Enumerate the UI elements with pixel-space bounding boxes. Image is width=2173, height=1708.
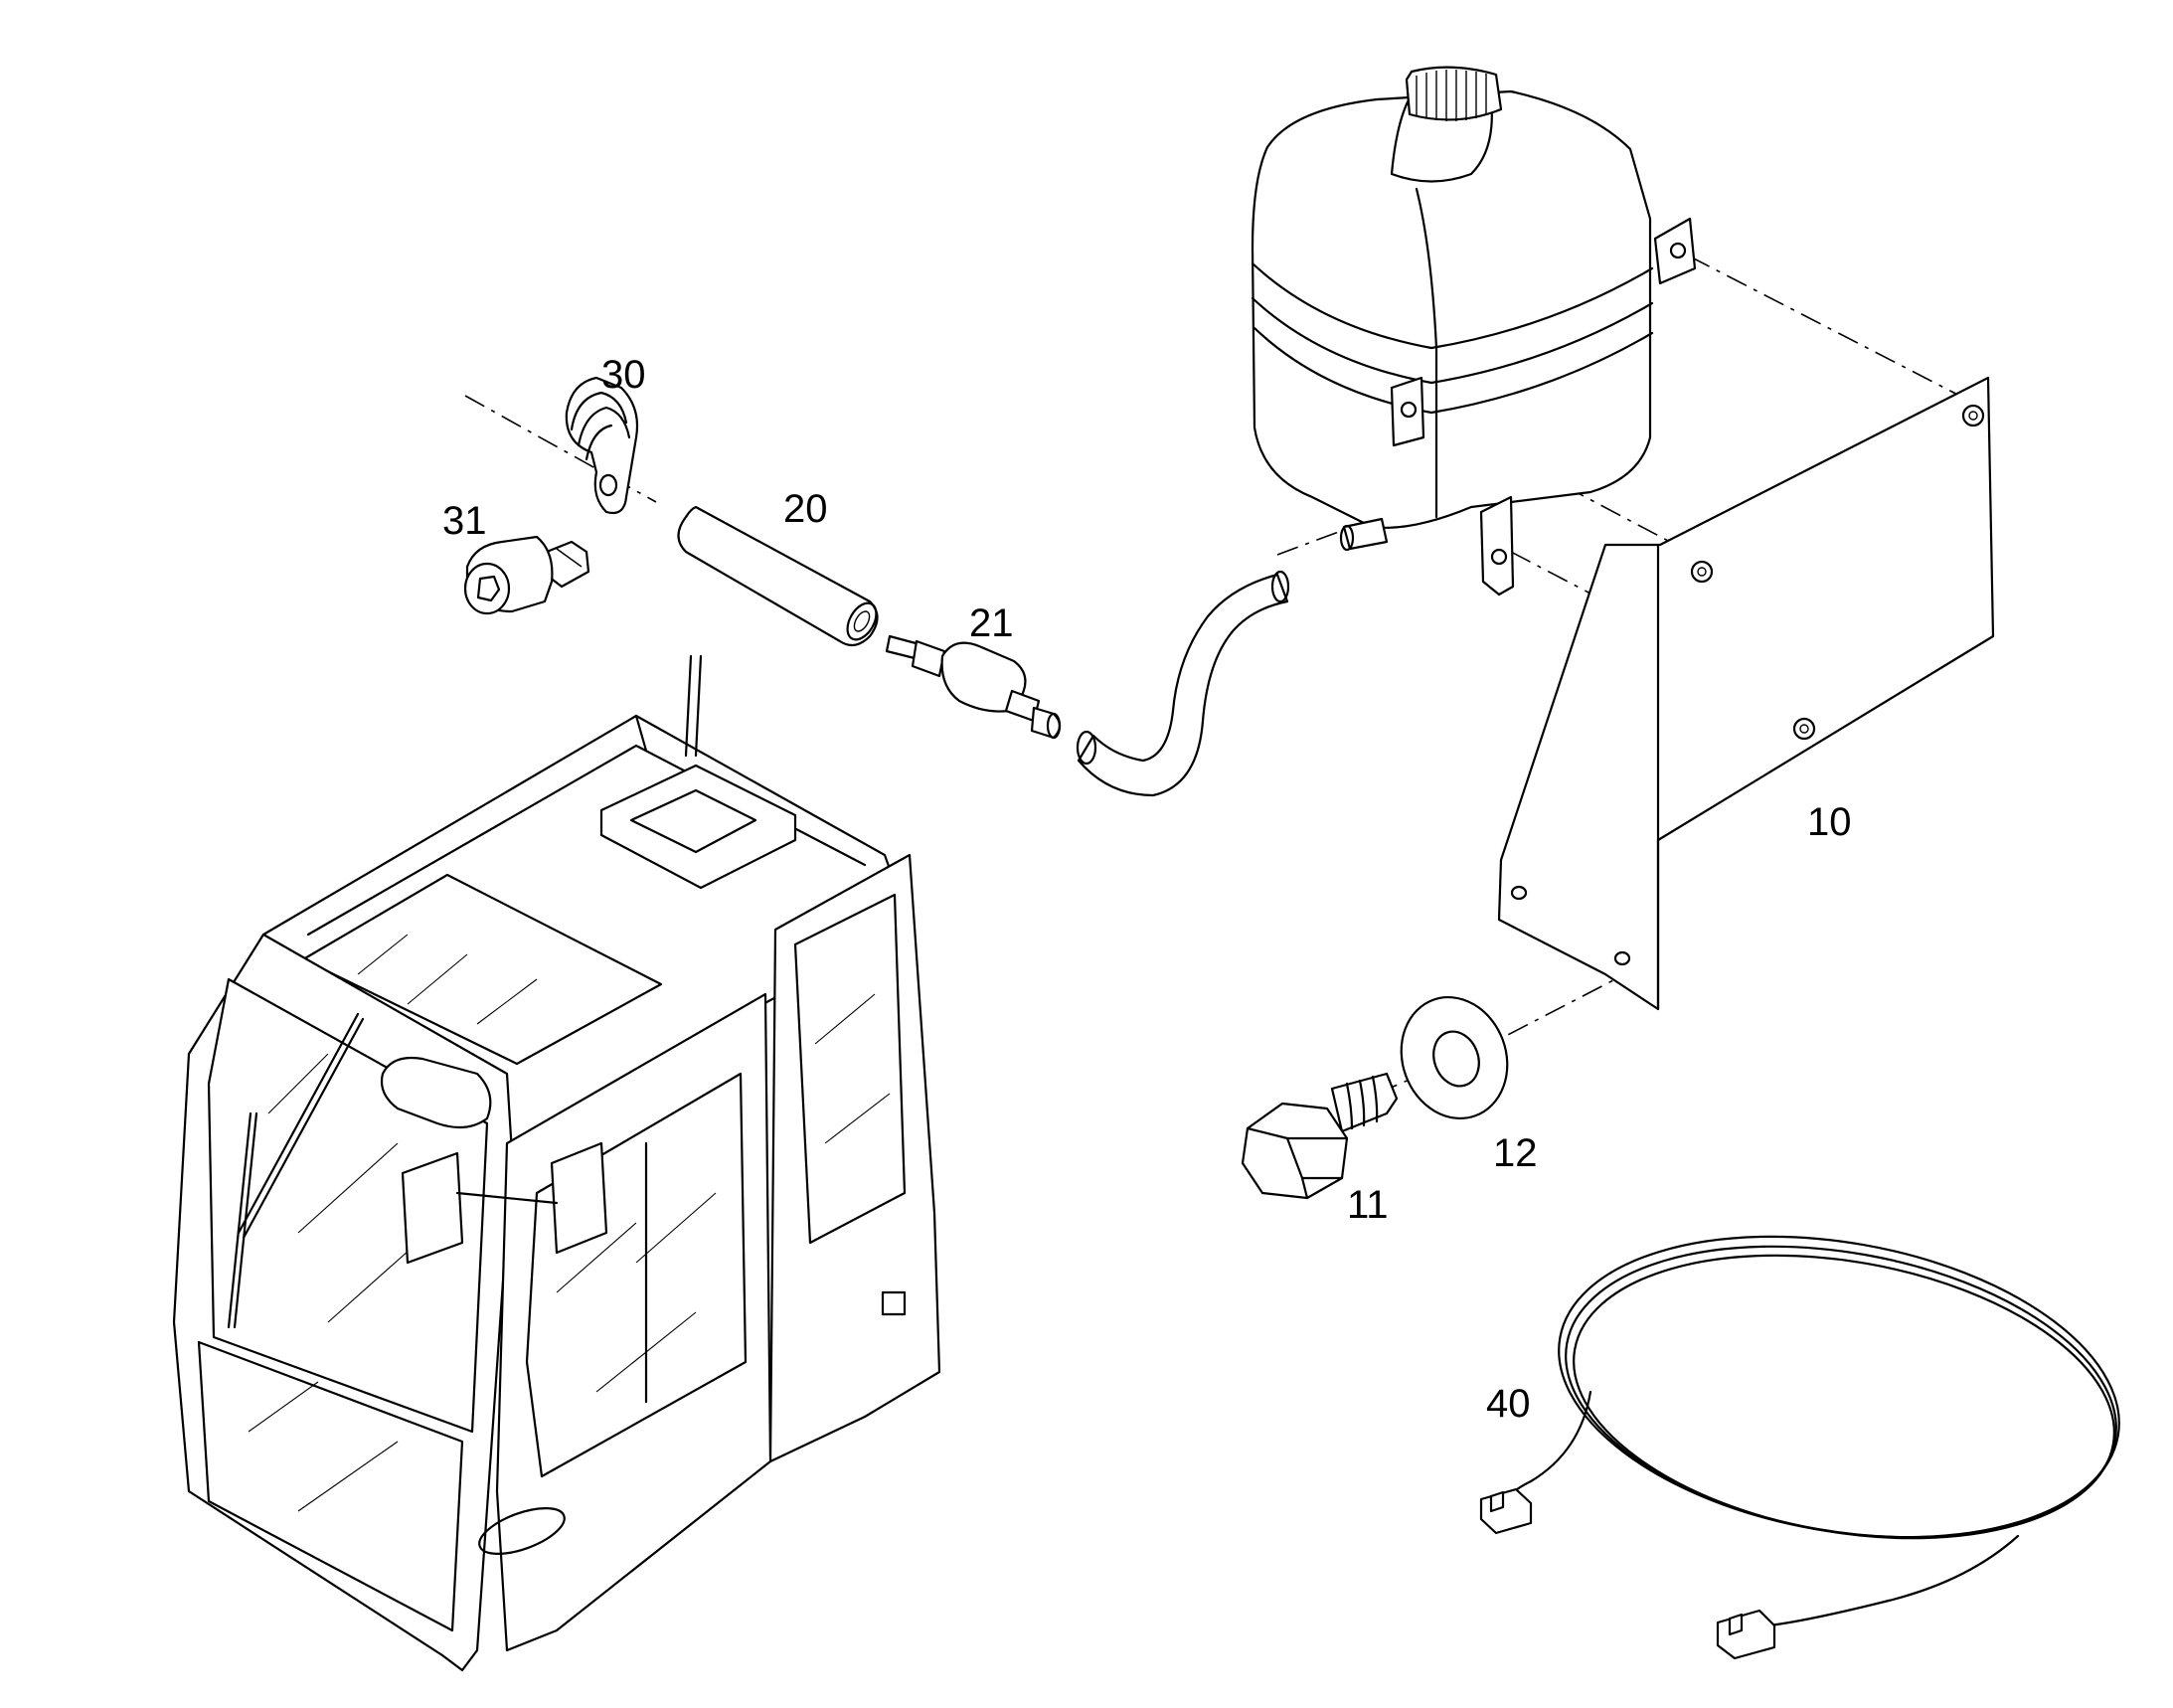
washer-tank-assembly[interactable] [1251,66,1995,1011]
connector-plug-icon [1479,1487,1533,1535]
operator-cab [172,654,941,1672]
flat-washer[interactable] [1385,982,1524,1133]
wire-harness[interactable] [1479,1196,2143,1660]
label-item-31: 31 [442,499,487,543]
label-item-21: 21 [969,601,1014,645]
label-item-11: 11 [1347,1183,1389,1227]
bracket-nut-icon [1690,404,1985,741]
inline-connector[interactable] [885,634,1062,740]
callout-labels: 30 31 20 21 10 12 11 40 [442,353,1852,1426]
label-item-12: 12 [1493,1131,1538,1175]
washer-hose[interactable] [1076,570,1290,797]
tube[interactable] [677,505,883,647]
hex-bolt[interactable] [1241,1072,1399,1200]
cap-ridges [1416,70,1487,121]
glass-hatch [357,934,538,1025]
hose-clamp[interactable] [565,376,639,515]
label-item-30: 30 [601,353,646,397]
label-item-10: 10 [1807,800,1852,844]
cap-screw[interactable] [463,535,590,615]
label-item-20: 20 [783,487,828,531]
label-item-40: 40 [1486,1382,1531,1426]
connector-plug-icon [1716,1609,1776,1660]
